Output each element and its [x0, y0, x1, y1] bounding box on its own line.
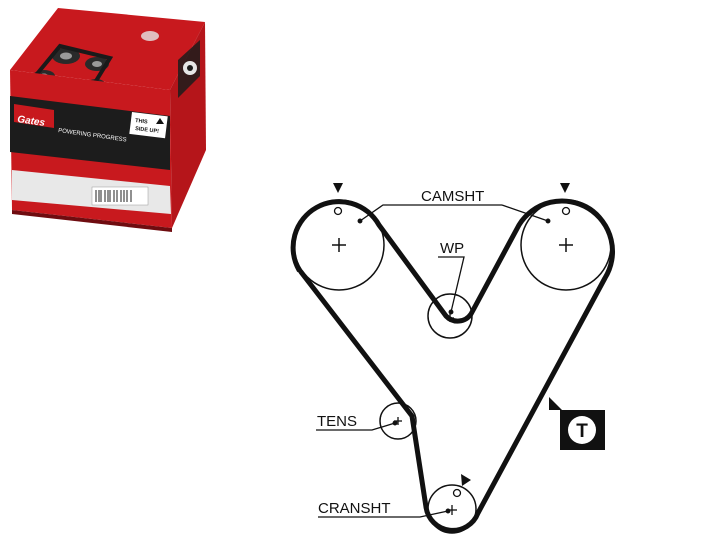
- leader-lines: [316, 204, 551, 518]
- timing-belt-diagram: [290, 183, 615, 534]
- water-pump-label: WP: [440, 240, 464, 257]
- gates-logo: Gates: [14, 104, 54, 129]
- left-camshaft-center-icon: [332, 238, 346, 252]
- right-timing-mark-icon: [560, 183, 570, 193]
- right-timing-mark-hole: [561, 206, 571, 216]
- left-camshaft-pulley: [293, 199, 385, 291]
- left-timing-mark-hole: [333, 206, 343, 216]
- orientation-sticker: THIS SIDE UP!: [129, 112, 168, 139]
- right-camshaft-center-icon: [559, 238, 573, 252]
- brand-text: Gates: [17, 114, 46, 129]
- crankshaft-label: CRANSHT: [318, 500, 391, 517]
- rotation-badge-arrow-icon: [549, 397, 562, 410]
- timing-belt: [290, 198, 615, 533]
- right-camshaft-pulley: [520, 199, 612, 291]
- box-top-face: [10, 8, 205, 90]
- water-pump-pulley: [427, 293, 473, 339]
- orientation-line2: SIDE UP!: [135, 126, 160, 135]
- crankshaft-leader: [318, 510, 449, 518]
- crankshaft-timing-mark-hole: [452, 488, 462, 498]
- water-pump-center-icon: [446, 314, 454, 322]
- up-arrow-icon: [156, 118, 164, 124]
- crankshaft-pulley: [427, 484, 477, 534]
- crankshaft-timing-mark-icon: [461, 474, 471, 486]
- product-box: Gates POWERING PROGRESS THIS SIDE UP!: [10, 8, 206, 232]
- rotation-badge-letter: T: [576, 421, 588, 442]
- box-side-artwork: [178, 40, 200, 98]
- left-timing-mark-icon: [333, 183, 343, 193]
- box-bottom-shadow: [12, 210, 172, 232]
- camshaft-leader-left: [359, 204, 502, 222]
- rotation-badge: T: [549, 397, 605, 450]
- box-barcode: [91, 186, 149, 206]
- tensioner-label: TENS: [317, 413, 357, 430]
- water-pump-leader: [438, 256, 465, 313]
- tensioner-pulley: [379, 402, 417, 440]
- tensioner-leader: [316, 422, 396, 431]
- camshaft-leader-right: [501, 204, 549, 222]
- camshaft-label: CAMSHT: [421, 188, 484, 205]
- orientation-line1: THIS: [135, 118, 148, 126]
